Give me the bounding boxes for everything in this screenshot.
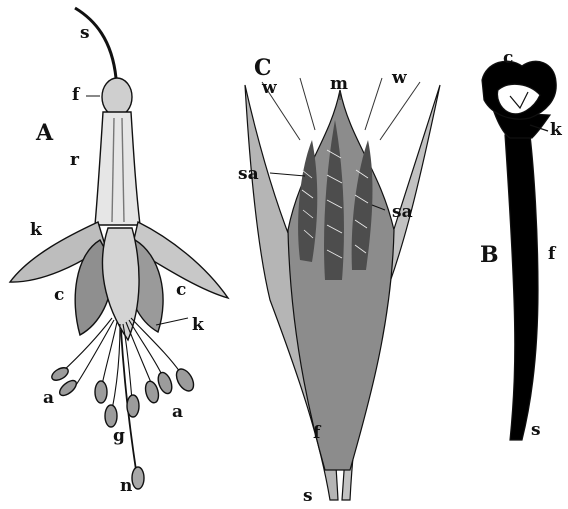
label-a-c-left: c: [54, 287, 64, 304]
label-c-s: s: [303, 488, 313, 505]
figure-a-fuchsia-flower: [10, 8, 228, 489]
stamen-filaments: [62, 318, 180, 470]
figure-b-title: B: [480, 244, 499, 266]
calyx-tube: [95, 112, 140, 225]
label-b-f: f: [548, 246, 555, 263]
spikelet-grains: [298, 120, 372, 280]
flower-stalk: [75, 8, 116, 78]
label-a-g: g: [113, 428, 125, 445]
figure-a-title: A: [36, 122, 53, 144]
label-b-c: c: [503, 50, 513, 67]
label-a-c-right: c: [176, 282, 186, 299]
label-a-r: r: [70, 152, 79, 169]
label-a-k-left: k: [30, 222, 42, 239]
label-a-a-left: a: [43, 390, 54, 407]
label-b-k: k: [550, 122, 562, 139]
label-c-m: m: [330, 76, 348, 93]
label-c-f: f: [313, 425, 320, 442]
label-c-w-left: w: [262, 80, 277, 97]
label-b-s: s: [531, 422, 541, 439]
silhouette-body: [505, 135, 538, 440]
ovary: [102, 78, 132, 116]
figure-c-title: C: [254, 57, 272, 79]
label-a-n: n: [120, 478, 132, 495]
label-a-f: f: [72, 87, 79, 104]
label-c-sa-left: sa: [238, 166, 259, 183]
figure-c-floret: [245, 78, 440, 500]
stigma: [132, 467, 144, 489]
label-a-s: s: [80, 25, 90, 42]
label-a-k-right: k: [192, 317, 204, 334]
label-a-a-right: a: [172, 404, 183, 421]
label-c-sa-right: sa: [392, 204, 413, 221]
label-c-w-right: w: [392, 70, 407, 87]
